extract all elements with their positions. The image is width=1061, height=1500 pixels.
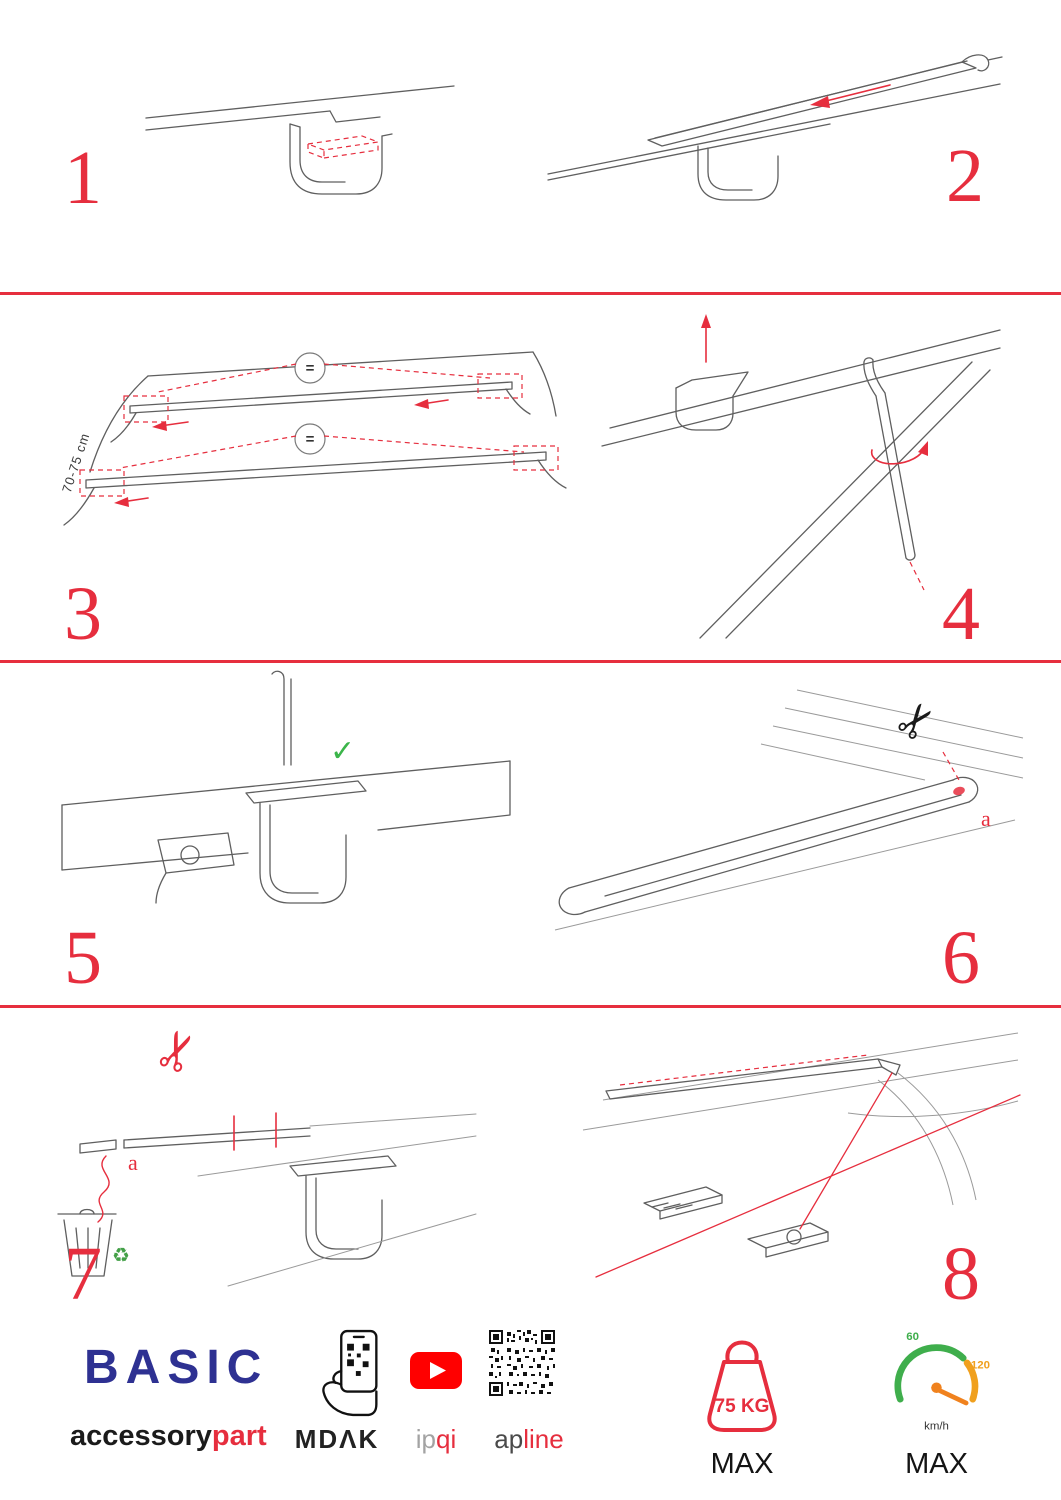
discard-line (97, 1155, 110, 1223)
partner-mdak: MDΛK (294, 1424, 380, 1454)
phone-qr-scan-icon (322, 1329, 378, 1417)
apline-dark: ap (494, 1424, 524, 1454)
cut-marks (233, 1112, 277, 1151)
equal-sign: = (306, 360, 315, 377)
tighten-guide (909, 561, 925, 591)
equal-spacing-badges: = = (294, 352, 326, 455)
equal-sign: = (306, 431, 315, 448)
youtube-icon (410, 1352, 462, 1389)
step-1-illustration (145, 85, 455, 195)
partner-ipqi: ipqi (408, 1424, 464, 1455)
step-2-illustration (547, 54, 1003, 201)
slide-direction-arrow (810, 84, 891, 108)
step-3-illustration: = = 70-75 cm (59, 351, 567, 526)
apline-red: line (523, 1424, 564, 1454)
partner-apline: apline (486, 1424, 572, 1455)
wordmark-red: part (211, 1420, 267, 1452)
channel-guide (619, 1054, 869, 1086)
step-8-illustration (582, 1032, 1021, 1278)
cut-piece-label: a (981, 806, 991, 831)
adjust-arrows (114, 399, 449, 507)
step-8-number: 8 (942, 1232, 980, 1316)
section-divider-2 (0, 660, 1061, 663)
trash-bin-icon (57, 1208, 117, 1277)
brand-wordmark: accessorypart (70, 1420, 267, 1453)
brand-logo: BASIC (84, 1341, 269, 1394)
step-4-number: 4 (942, 572, 980, 656)
max-speed-label: MAX (905, 1448, 968, 1480)
scissors-icon: ✂ (143, 1020, 213, 1082)
rotate-arrow (870, 441, 928, 465)
insert-up-arrow (701, 314, 711, 363)
step-3-number: 3 (64, 572, 102, 656)
max-weight-value: 75 KG (715, 1396, 770, 1417)
ipqi-gray: ip (415, 1424, 436, 1454)
step-5-number: 5 (64, 916, 102, 1000)
step-6-number: 6 (942, 916, 980, 1000)
cut-piece-label: a (128, 1150, 138, 1175)
ipqi-red: qi (436, 1424, 457, 1454)
speedometer-icon: 60 120 km/h (894, 1331, 990, 1433)
spacer-pad-outline (305, 135, 381, 159)
step-4-illustration (601, 314, 1001, 639)
section-divider-1 (0, 292, 1061, 295)
step-5-illustration: ✓ (61, 670, 511, 904)
recycle-icon: ♻ (112, 1245, 130, 1267)
measure-guides (79, 363, 559, 497)
wordmark-dark: accessory (70, 1420, 212, 1452)
section-divider-3 (0, 1005, 1061, 1008)
speed-unit-label: km/h (924, 1421, 949, 1433)
scissors-icon: ✂ (884, 690, 949, 752)
speed-high-label: 120 (971, 1360, 990, 1372)
step-7-number: 7 (64, 1232, 102, 1316)
rubber-strip-end (953, 786, 965, 796)
step-7-illustration: ✂ a ♻ (57, 1020, 477, 1287)
bar-distance-label: 70-75 cm (59, 431, 92, 495)
qr-code-icon (489, 1330, 555, 1396)
step-2-number: 2 (946, 134, 984, 218)
step-6-illustration: ✂ a (554, 689, 1024, 931)
speed-low-label: 60 (906, 1331, 919, 1343)
checkmark-icon: ✓ (330, 735, 355, 768)
max-weight-label: MAX (710, 1448, 774, 1480)
max-weight-icon: 75 KG (707, 1340, 777, 1432)
step-1-number: 1 (64, 136, 102, 220)
cut-guide (942, 751, 960, 781)
alignment-lines (595, 1072, 1021, 1278)
